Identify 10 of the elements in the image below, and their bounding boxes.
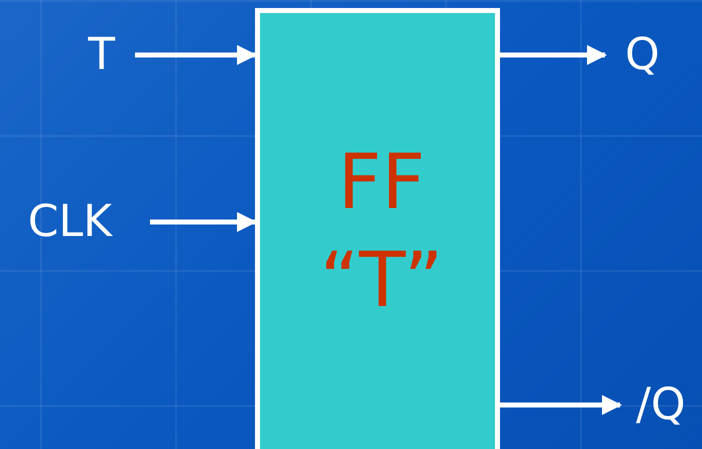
- arrow: [500, 45, 607, 65]
- flip-flop-block: [255, 8, 500, 449]
- signal-label: CLK: [5, 197, 150, 247]
- arrow: [135, 45, 257, 65]
- arrow: [150, 212, 257, 232]
- signal-label: Q: [605, 30, 680, 80]
- arrow: [500, 395, 622, 415]
- signal-label: /Q: [620, 380, 702, 430]
- block-label: FF “T”: [318, 136, 444, 326]
- signal-label: T: [70, 30, 135, 80]
